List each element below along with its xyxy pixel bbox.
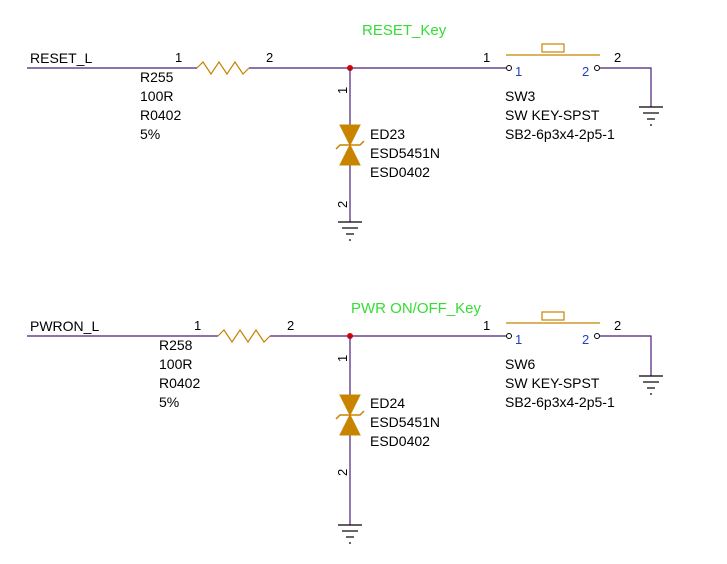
wire-switch-ground[interactable] (600, 335, 652, 376)
switch-pin1-outer: 1 (483, 318, 490, 333)
ground-symbol (338, 221, 362, 241)
diode-footprint: ESD0402 (370, 433, 430, 449)
ground-symbol (338, 524, 362, 544)
diode-ref: ED23 (370, 126, 405, 142)
wire-switch-ground[interactable] (600, 67, 652, 107)
diode-triangle-top (339, 124, 361, 147)
switch-pin1-inner: 1 (515, 64, 522, 79)
diode-triangle-bottom (339, 413, 361, 436)
ground-symbol (639, 106, 663, 126)
resistor-pin1-label: 1 (194, 318, 201, 333)
net-label-pwr-key[interactable]: PWR ON/OFF_Key (351, 300, 482, 317)
circuit-reset: RESET_Key RESET_L 1 2 R255 100R R0402 5%… (27, 22, 663, 241)
switch-button-cap (541, 43, 565, 53)
resistor-footprint: R0402 (159, 375, 200, 391)
switch-pin2-inner: 2 (582, 64, 589, 79)
switch-contact-left (506, 333, 512, 339)
switch-sw6[interactable]: 1 1 2 2 SW6 SW KEY-SPST SB2-6p3x4-2p5-1 (483, 311, 621, 410)
resistor-tolerance: 5% (140, 126, 160, 142)
diode-bar (335, 410, 365, 420)
switch-part: SW KEY-SPST (505, 375, 600, 391)
diode-triangle-bottom (339, 143, 361, 166)
switch-ref: SW6 (505, 356, 536, 372)
net-name-pwron-l[interactable]: PWRON_L (30, 318, 99, 334)
switch-pin2-inner: 2 (582, 332, 589, 347)
switch-button-cap (541, 311, 565, 321)
diode-triangle-top (339, 394, 361, 417)
diode-bar (335, 140, 365, 150)
resistor-tolerance: 5% (159, 394, 179, 410)
switch-sw3[interactable]: 1 1 2 2 SW3 SW KEY-SPST SB2-6p3x4-2p5-1 (483, 43, 621, 142)
resistor-ref: R258 (159, 337, 193, 353)
diode-ref: ED24 (370, 395, 405, 411)
net-name-reset-l[interactable]: RESET_L (30, 50, 92, 66)
switch-contact-left (506, 65, 512, 71)
switch-pin2-outer: 2 (614, 50, 621, 65)
diode-pin1-label: 1 (335, 87, 350, 94)
circuit-pwron: PWR ON/OFF_Key PWRON_L 1 2 R258 100R R04… (27, 300, 663, 544)
switch-footprint: SB2-6p3x4-2p5-1 (505, 126, 615, 142)
switch-contact-right (594, 65, 600, 71)
net-label-reset-key[interactable]: RESET_Key (362, 22, 447, 39)
switch-pin2-outer: 2 (614, 318, 621, 333)
resistor-r258[interactable]: 1 2 R258 100R R0402 5% (159, 318, 294, 410)
diode-ed23[interactable]: 1 2 ED23 ESD5451N ESD0402 (335, 68, 440, 222)
resistor-footprint: R0402 (140, 107, 181, 123)
ground-symbol (639, 375, 663, 395)
switch-footprint: SB2-6p3x4-2p5-1 (505, 394, 615, 410)
diode-pin2-label: 2 (335, 469, 350, 476)
resistor-zigzag (196, 60, 250, 76)
resistor-value: 100R (140, 88, 173, 104)
resistor-pin1-label: 1 (175, 50, 182, 65)
diode-footprint: ESD0402 (370, 164, 430, 180)
switch-pin1-inner: 1 (515, 332, 522, 347)
diode-pin2-label: 2 (335, 201, 350, 208)
switch-ref: SW3 (505, 88, 536, 104)
resistor-pin2-label: 2 (287, 318, 294, 333)
resistor-r255[interactable]: 1 2 R255 100R R0402 5% (140, 50, 273, 142)
diode-part: ESD5451N (370, 414, 440, 430)
diode-ed24[interactable]: 1 2 ED24 ESD5451N ESD0402 (335, 336, 440, 525)
switch-pin1-outer: 1 (483, 50, 490, 65)
diode-part: ESD5451N (370, 145, 440, 161)
switch-contact-right (594, 333, 600, 339)
resistor-zigzag (217, 328, 271, 344)
resistor-pin2-label: 2 (266, 50, 273, 65)
resistor-value: 100R (159, 356, 192, 372)
diode-pin1-label: 1 (335, 355, 350, 362)
resistor-ref: R255 (140, 69, 174, 85)
switch-part: SW KEY-SPST (505, 107, 600, 123)
